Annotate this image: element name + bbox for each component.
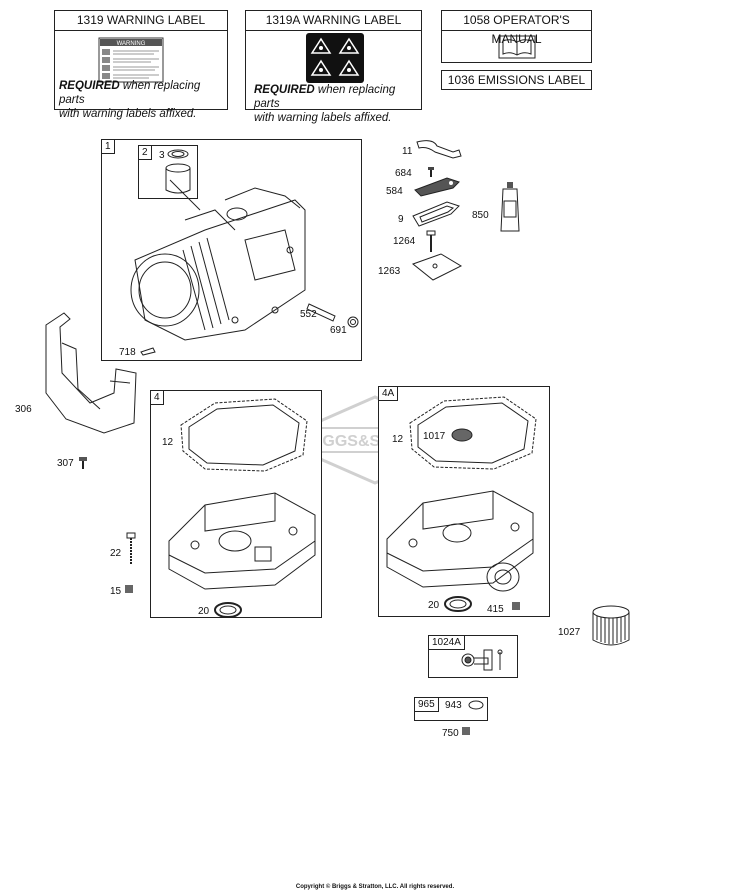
dowel-pin-718-drawing [140, 347, 156, 356]
sump-4a-drawing [386, 490, 534, 592]
callout-943: 943 [445, 700, 462, 711]
gasket-9-drawing [412, 201, 460, 227]
oil-seal-20-sump-drawing [214, 602, 242, 618]
sealant-tube-850-drawing [500, 182, 520, 232]
required-note-1319a: REQUIRED when replacing parts with warni… [254, 84, 396, 124]
callout-12-sump-4a: 12 [392, 434, 404, 445]
operators-manual-title: 1058 OPERATOR'S MANUAL [442, 11, 591, 46]
bolt-22-drawing [126, 532, 136, 564]
operators-manual-box: 1058 OPERATOR'S MANUAL [441, 10, 592, 63]
callout-9: 9 [398, 214, 404, 225]
callout-750: 750 [442, 728, 459, 739]
callout-4a: 4A [378, 386, 399, 401]
oil-seal-20-sump-4a-drawing [444, 596, 472, 612]
sump-group-box [150, 390, 322, 618]
callout-4: 4 [150, 390, 164, 405]
callout-1264: 1264 [393, 236, 416, 247]
screw-684-drawing [428, 167, 434, 177]
plug-415-drawing [512, 602, 520, 610]
plate-1263-drawing [411, 253, 463, 281]
callout-307: 307 [57, 458, 74, 469]
callout-12-sump: 12 [162, 437, 174, 448]
oil-filter-1027-drawing [592, 605, 630, 646]
callout-20-sump-4a: 20 [428, 600, 440, 611]
callout-691: 691 [330, 325, 347, 336]
callout-552: 552 [300, 309, 317, 320]
callout-965: 965 [414, 697, 439, 712]
sump-gasket-12-drawing [180, 398, 308, 472]
sump-gasket-4a-drawing [409, 396, 537, 470]
callout-1263: 1263 [378, 266, 401, 277]
plug-15-drawing [125, 585, 133, 593]
copyright-footer: Copyright © Briggs & Stratton, LLC. All … [295, 884, 455, 890]
callout-1017: 1017 [423, 431, 446, 442]
callout-684: 684 [395, 168, 412, 179]
sump-4a-group-box [378, 386, 550, 617]
required-note-1319: REQUIRED when replacing parts with warni… [59, 80, 201, 120]
callout-1: 1 [101, 139, 115, 154]
cylinder-block-drawing [130, 179, 306, 341]
callout-2: 2 [138, 145, 152, 160]
sump-drawing [168, 492, 316, 590]
dowel-pin-552-drawing [306, 303, 336, 322]
callout-3: 3 [159, 150, 165, 161]
warning-label-1319-box: 1319 WARNING LABEL WARNING REQUIRED when… [54, 10, 228, 120]
callout-306: 306 [15, 404, 32, 415]
cylinder-sleeve-drawing [165, 149, 191, 194]
callout-1024a: 1024A [428, 635, 465, 650]
oil-pump-1024a-drawing [461, 649, 503, 671]
callout-584: 584 [386, 186, 403, 197]
warning-label-1319-title: 1319 WARNING LABEL [55, 11, 227, 31]
callout-22: 22 [110, 548, 122, 559]
warning-label-1319a-title: 1319A WARNING LABEL [246, 11, 421, 31]
callout-415: 415 [487, 604, 504, 615]
emissions-label-box: 1036 EMISSIONS LABEL [441, 70, 592, 90]
open-book-icon [498, 35, 536, 59]
callout-15: 15 [110, 586, 122, 597]
hazard-symbols-sticker-image [306, 33, 364, 83]
warning-sticker-text: WARNING [117, 41, 146, 47]
callout-850: 850 [472, 210, 489, 221]
seal-943-drawing [468, 700, 484, 710]
breather-cover-drawing [414, 177, 460, 197]
warning-label-1319a-box: 1319A WARNING LABEL REQUIRED when replac… [245, 10, 422, 124]
seal-691-drawing [347, 316, 359, 328]
cylinder-shield-306-drawing [45, 312, 137, 434]
callout-20-sump: 20 [198, 606, 210, 617]
callout-1027: 1027 [558, 627, 581, 638]
plug-750-drawing [462, 727, 470, 735]
bolt-1264-drawing [426, 230, 436, 252]
warning-sticker-image: WARNING [98, 37, 164, 83]
breather-tube-drawing [416, 140, 462, 159]
emissions-label-title: 1036 EMISSIONS LABEL [447, 73, 586, 87]
callout-11: 11 [402, 146, 413, 157]
screw-307-drawing [79, 457, 87, 469]
callout-718: 718 [119, 347, 136, 358]
